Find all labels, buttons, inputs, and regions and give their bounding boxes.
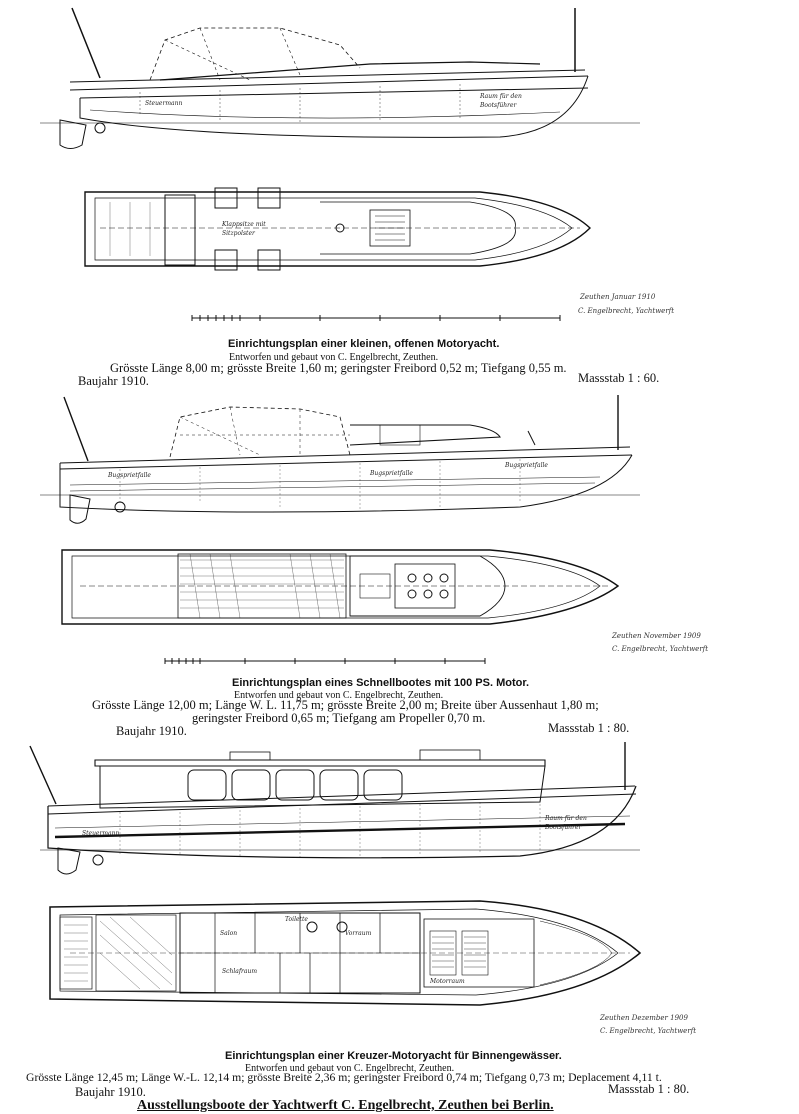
plan2-specs-1: Grösste Länge 12,00 m; Länge W. L. 11,75… [92,698,599,712]
yacht3-deck-plan [49,900,642,1006]
label3-salon: Salon [220,930,238,937]
plan1-title: Einrichtungsplan einer kleinen, offenen … [228,338,500,350]
plan2-builder: Entworfen und gebaut von C. Engelbrecht,… [234,690,444,701]
page-footer-title: Ausstellungsboote der Yachtwerft C. Enge… [137,1098,554,1113]
signature-name-1: C. Engelbrecht, Yachtwerft [578,307,675,315]
label3-bootsfuehrer: Raum für den Bootsführer [545,815,587,831]
plan3-year: Baujahr 1910. [75,1085,146,1099]
plan2-specs-2: geringster Freibord 0,65 m; Tiefgang am … [192,711,486,725]
label3-toilette: Toilette [285,916,308,923]
signature-name-3: C. Engelbrecht, Yachtwerft [600,1027,697,1035]
signature-date-1: Zeuthen Januar 1910 [580,293,656,301]
plan3-title: Einrichtungsplan einer Kreuzer-Motoryach… [225,1050,562,1062]
yacht2-deck-plan [61,549,620,625]
plan3-specs: Grösste Länge 12,45 m; Länge W.-L. 12,14… [26,1071,662,1084]
yacht1-deck-plan [84,187,592,271]
label3-motorraum: Motorraum [430,978,465,985]
signature-date-3: Zeuthen Dezember 1909 [600,1014,688,1022]
yacht2-side-elevation [40,395,640,524]
scale-bar-1 [191,315,561,321]
plan1-builder: Entworfen und gebaut von C. Engelbrecht,… [229,352,439,363]
scale-bar-2 [164,658,486,664]
plan2-year: Baujahr 1910. [116,724,187,738]
label3-steuermann: Steuermann [82,830,120,837]
plan2-scale: Massstab 1 : 80. [548,721,630,735]
label2-c: Bugsprietfalle [505,462,548,469]
plan3-builder: Entworfen und gebaut von C. Engelbrecht,… [245,1063,455,1074]
label-klappsitze: Klappsitze mit Sitzpolster [222,221,266,237]
plan2-title: Einrichtungsplan eines Schnellbootes mit… [232,677,530,689]
yacht3-side-elevation [29,742,640,875]
label2-b: Bugsprietfalle [370,470,413,477]
signature-name-2: C. Engelbrecht, Yachtwerft [612,645,709,653]
signature-date-2: Zeuthen November 1909 [612,632,701,640]
plan1-specs: Grösste Länge 8,00 m; grösste Breite 1,6… [110,361,567,375]
label-steuermann: Steuermann [145,100,183,107]
label3-schlafraum: Schlafraum [222,968,258,975]
label-bootsfuehrer: Raum für den Bootsführer [480,93,522,109]
plan1-scale: Massstab 1 : 60. [578,371,660,385]
label3-vorraum: Vorraum [345,930,372,937]
yacht1-side-elevation [40,7,640,149]
plan3-scale: Massstab 1 : 80. [608,1082,690,1096]
plan1-year: Baujahr 1910. [78,374,149,388]
label2-a: Bugsprietfalle [108,472,151,479]
